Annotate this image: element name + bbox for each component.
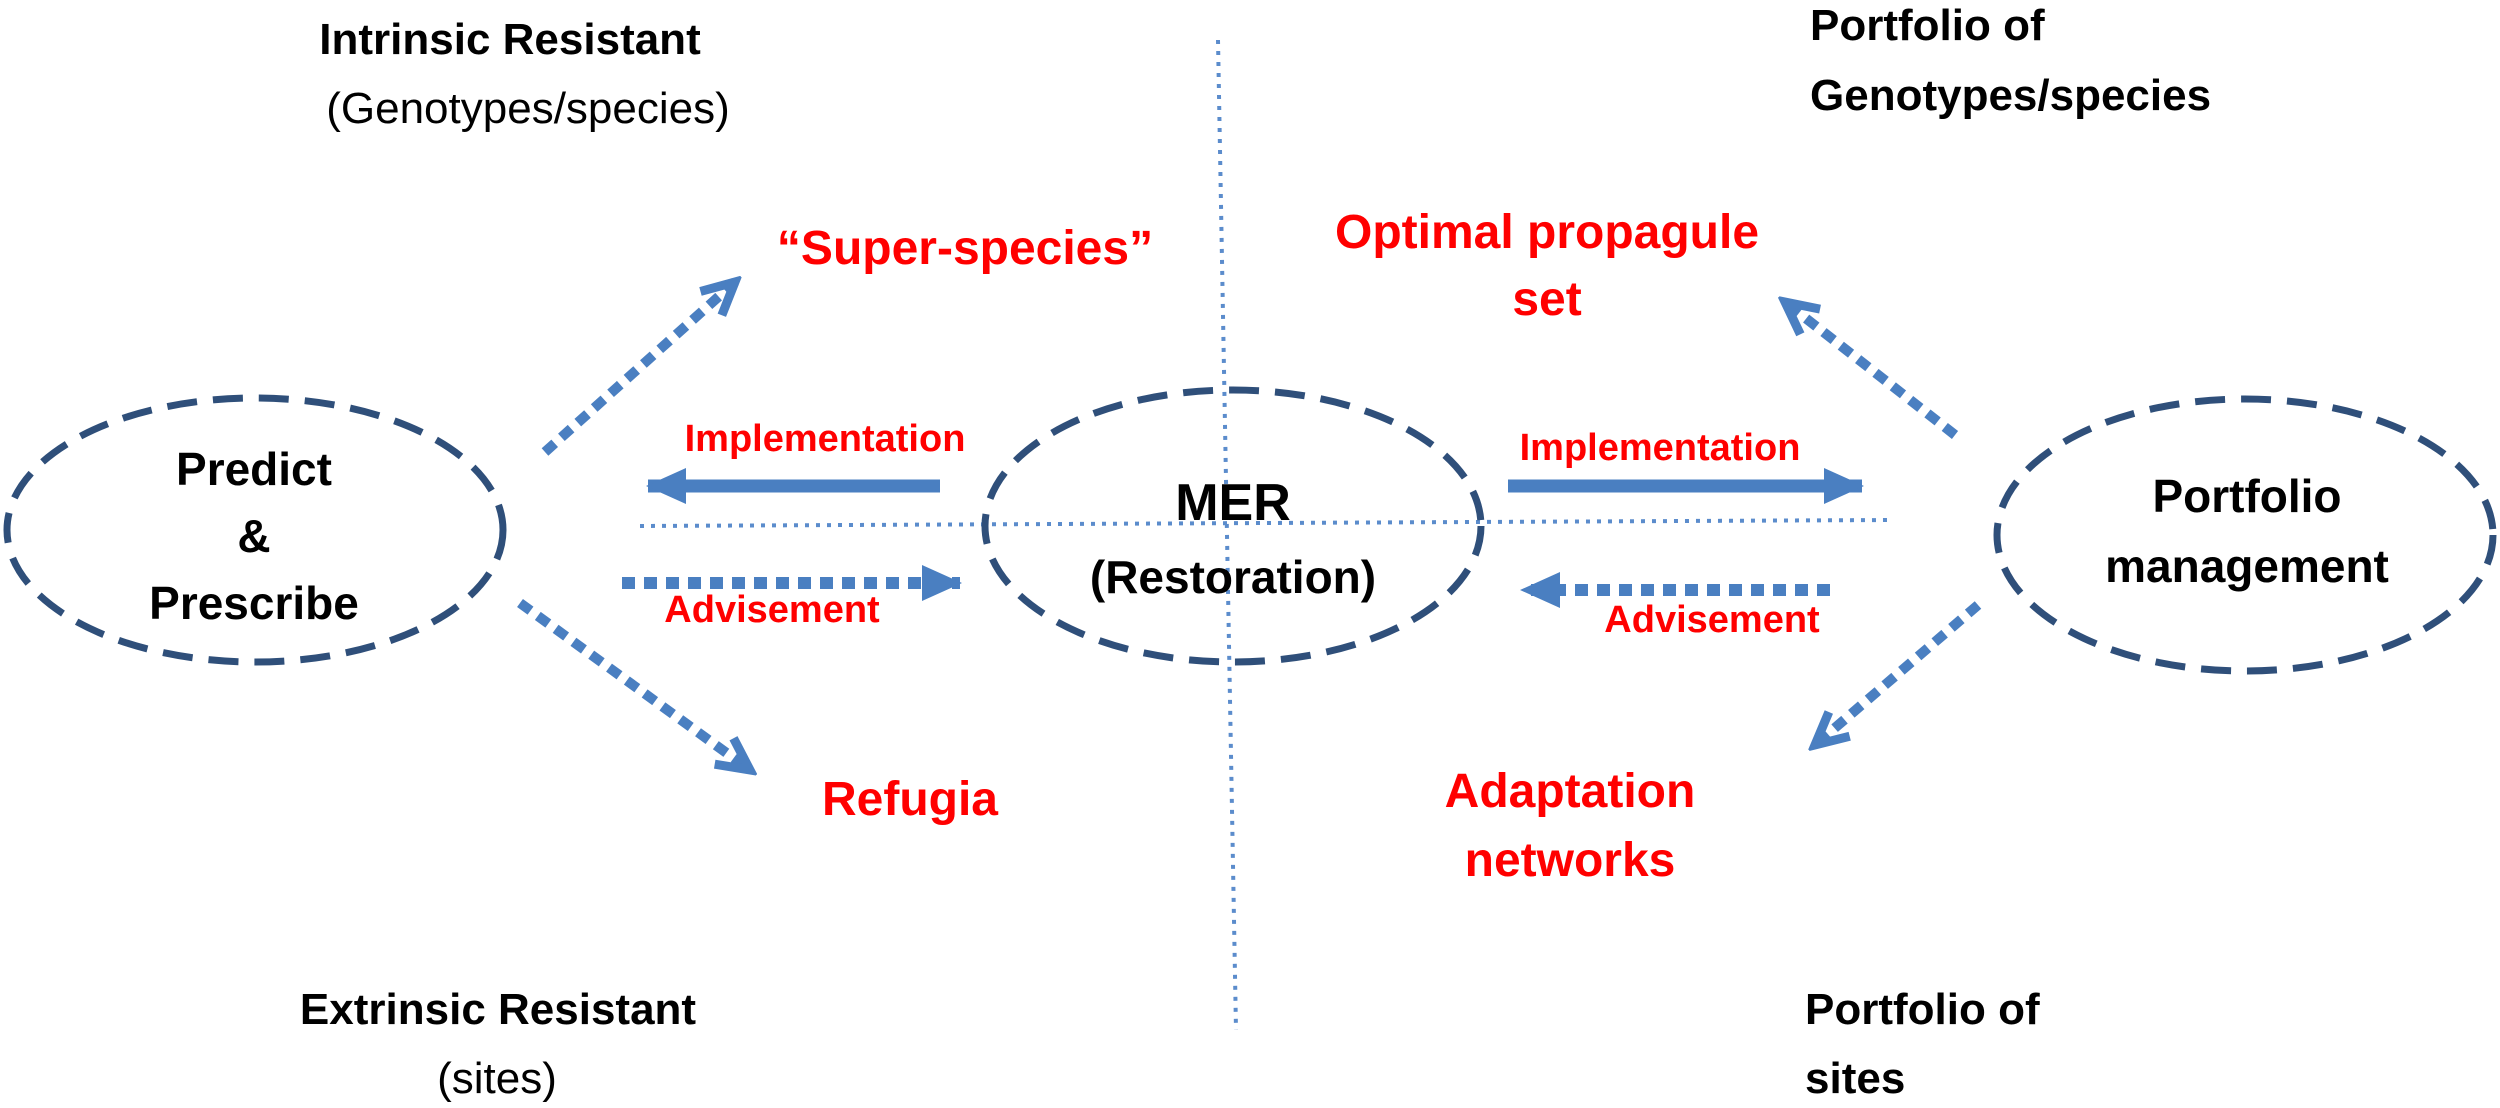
arrow-to-refugia bbox=[517, 598, 750, 770]
bottom-right-line2: sites bbox=[1805, 1054, 1905, 1103]
arrow-to-adaptation-networks bbox=[1815, 601, 1982, 745]
adaptation-networks-line2: networks bbox=[1465, 834, 1676, 887]
vertical-divider bbox=[1216, 39, 1238, 1031]
top-right-line2: Genotypes/species bbox=[1810, 71, 2211, 120]
portfolio-label: Portfolio bbox=[2152, 470, 2341, 522]
adaptation-networks-line1: Adaptation bbox=[1445, 765, 1696, 818]
bottom-right-line1: Portfolio of bbox=[1805, 985, 2040, 1034]
top-left-subtitle: (Genotypes/species) bbox=[326, 84, 730, 133]
ampersand-label: & bbox=[237, 510, 270, 562]
optimal-propagule-line2: set bbox=[1512, 273, 1581, 326]
refugia-label: Refugia bbox=[822, 773, 998, 826]
left-advisement-label: Advisement bbox=[664, 589, 880, 631]
bottom-left-subtitle: (sites) bbox=[437, 1054, 557, 1103]
mer-restoration-node bbox=[981, 386, 1485, 666]
top-right-line1: Portfolio of bbox=[1810, 1, 2045, 50]
right-implementation-label: Implementation bbox=[1520, 427, 1801, 469]
mer-label: MER bbox=[1175, 474, 1291, 532]
left-implementation-label: Implementation bbox=[685, 418, 966, 460]
predict-label: Predict bbox=[176, 443, 332, 495]
management-label: management bbox=[2105, 540, 2389, 592]
bottom-left-title: Extrinsic Resistant bbox=[300, 985, 696, 1034]
top-left-title: Intrinsic Resistant bbox=[319, 15, 701, 64]
right-advisement-label: Advisement bbox=[1604, 599, 1820, 641]
restoration-label: (Restoration) bbox=[1090, 551, 1376, 603]
predict-prescribe-node bbox=[3, 394, 507, 666]
optimal-propagule-line1: Optimal propagule bbox=[1335, 206, 1759, 259]
super-species-label: “Super-species” bbox=[777, 222, 1153, 275]
prescribe-label: Prescribe bbox=[149, 577, 359, 629]
portfolio-management-node bbox=[1993, 395, 2497, 675]
arrow-to-optimal-propagule bbox=[1785, 302, 1959, 439]
